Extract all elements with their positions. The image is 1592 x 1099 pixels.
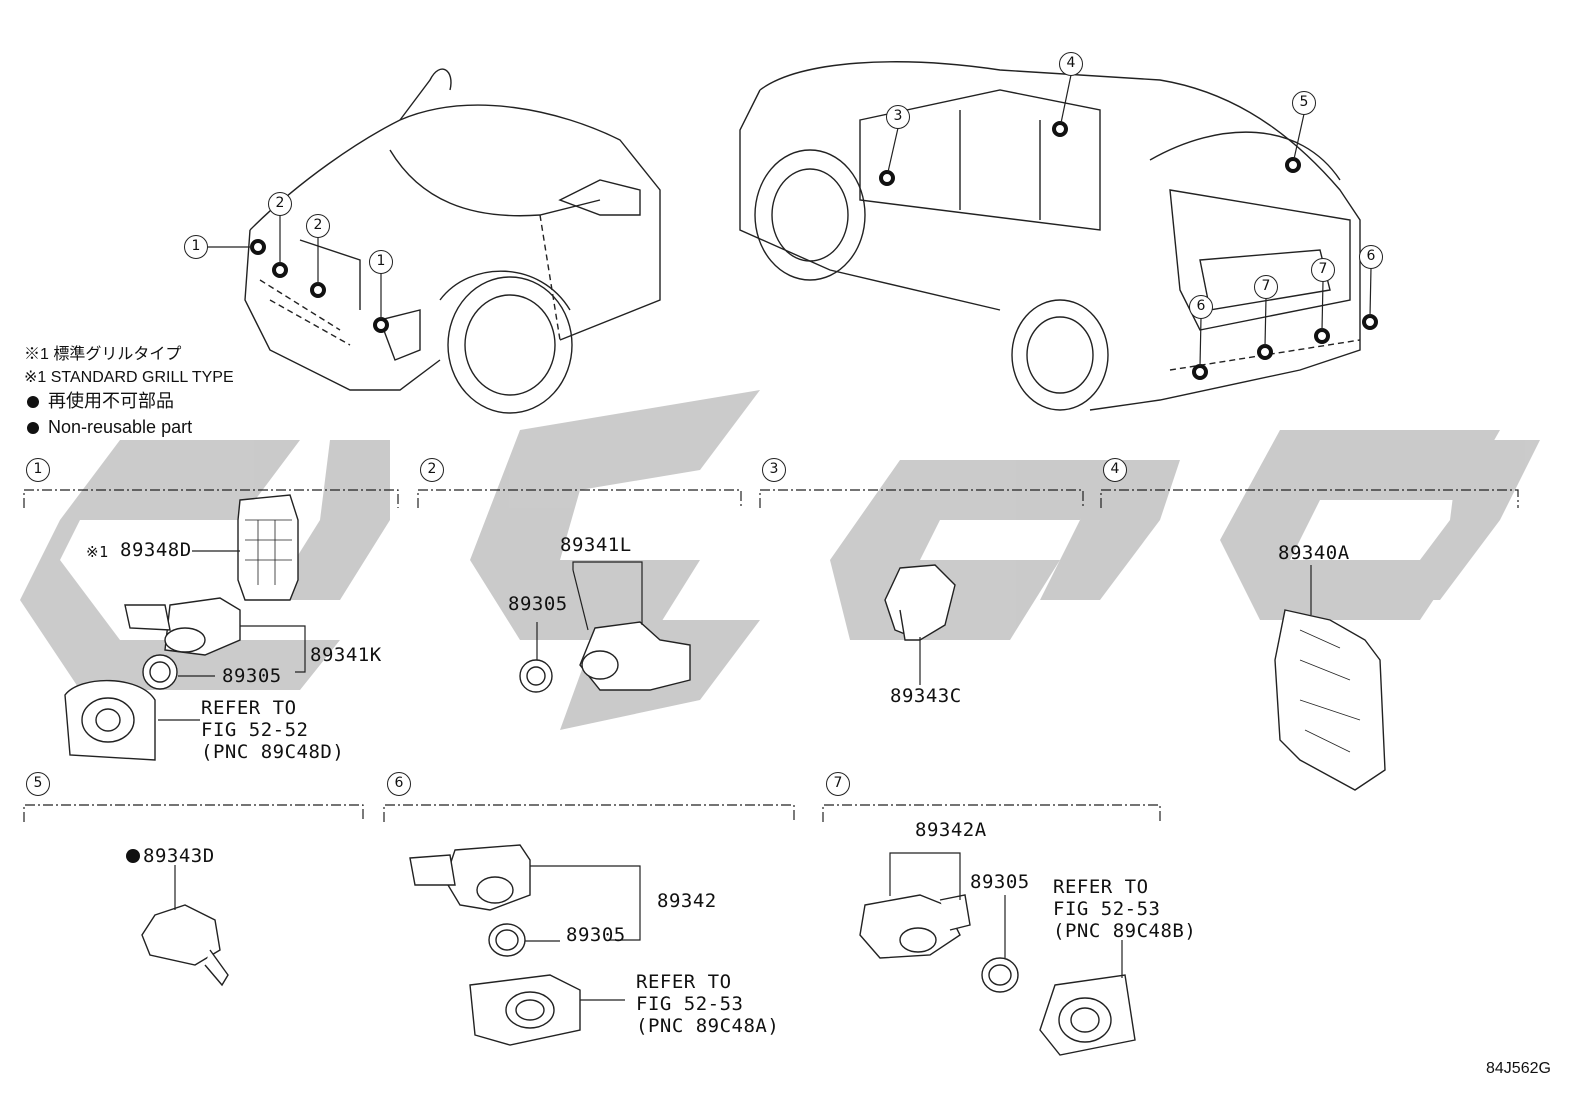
label-89343D: 89343D	[143, 845, 215, 867]
callout-1-front-right: 1	[369, 250, 393, 274]
note-grill-en: ※1 STANDARD GRILL TYPE	[24, 369, 234, 386]
group-callout-3: 3	[762, 458, 786, 482]
note-grill-jp: ※1 標準グリルタイプ	[24, 346, 182, 363]
label-89305-group7: 89305	[970, 871, 1030, 893]
label-89342: 89342	[657, 890, 717, 912]
group-callout-4: 4	[1103, 458, 1127, 482]
refer-1-line2: FIG 52-52	[201, 719, 309, 741]
callout-2-front-b: 2	[306, 214, 330, 238]
callout-6-rear-left: 6	[1189, 295, 1213, 319]
refer-6-line3: (PNC 89C48A)	[636, 1015, 780, 1037]
group-callout-5: 5	[26, 772, 50, 796]
legend-bullet-jp	[27, 396, 39, 408]
refer-7-line3: (PNC 89C48B)	[1053, 920, 1197, 942]
group-callout-6: 6	[387, 772, 411, 796]
label-89305-group1: 89305	[222, 665, 282, 687]
group-brackets	[23, 489, 1519, 822]
legend-bullet-en	[27, 422, 39, 434]
figure-code: 84J562G	[1486, 1060, 1551, 1077]
refer-7-line1: REFER TO	[1053, 876, 1149, 898]
label-89305-group6: 89305	[566, 924, 626, 946]
label-89348D: 89348D	[120, 539, 192, 561]
callout-7-rear-right: 7	[1311, 258, 1335, 282]
rear-vehicle-drawing	[739, 61, 1361, 411]
sensor-location-dots	[250, 121, 1378, 380]
mark-standard-grill: ※1	[86, 543, 109, 561]
label-89341K: 89341K	[310, 644, 382, 666]
callout-5-rear: 5	[1292, 91, 1316, 115]
callout-7-rear-left: 7	[1254, 275, 1278, 299]
refer-6-line1: REFER TO	[636, 971, 732, 993]
callout-leaders	[208, 74, 1372, 367]
front-vehicle-drawing	[244, 68, 661, 414]
label-89340A: 89340A	[1278, 542, 1350, 564]
label-89341L: 89341L	[560, 534, 632, 556]
group-callout-2: 2	[420, 458, 444, 482]
refer-7-line2: FIG 52-53	[1053, 898, 1161, 920]
group-callout-1: 1	[26, 458, 50, 482]
note-nonreusable-jp: 再使用不可部品	[48, 391, 174, 411]
callout-6-rear-right: 6	[1359, 245, 1383, 269]
refer-6-line2: FIG 52-53	[636, 993, 744, 1015]
nonreusable-mark	[126, 849, 140, 863]
label-89343C: 89343C	[890, 685, 962, 707]
part-leaders	[158, 550, 1312, 1001]
callout-1-front-left: 1	[184, 235, 208, 259]
label-89305-group2: 89305	[508, 593, 568, 615]
refer-1-line1: REFER TO	[201, 697, 297, 719]
callout-3-rear: 3	[886, 105, 910, 129]
refer-1-line3: (PNC 89C48D)	[201, 741, 345, 763]
part-drawings	[64, 494, 1386, 1056]
callout-2-front-a: 2	[268, 192, 292, 216]
group-callout-7: 7	[826, 772, 850, 796]
label-89342A: 89342A	[915, 819, 987, 841]
note-nonreusable-en: Non-reusable part	[48, 417, 193, 437]
callout-4-rear: 4	[1059, 52, 1083, 76]
